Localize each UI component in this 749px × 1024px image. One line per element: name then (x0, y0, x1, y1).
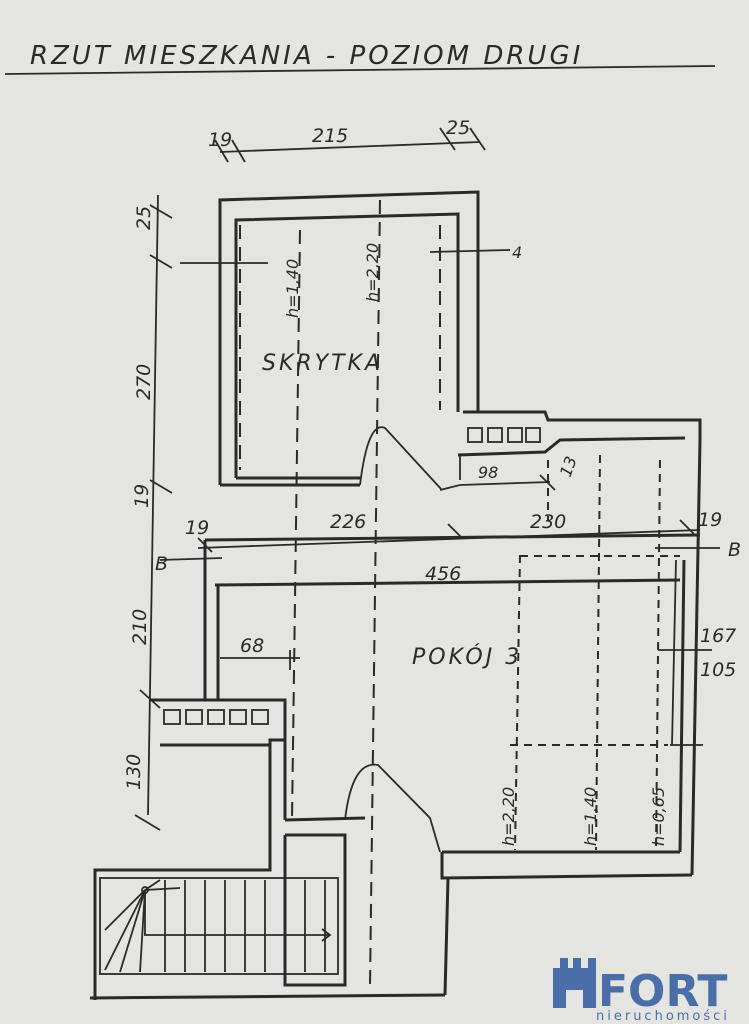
room-walls (203, 439, 702, 880)
height-storage-low: h=1,40 (283, 259, 302, 318)
dim-left-bottom: 130 (123, 754, 145, 790)
dim-mid-226: 226 (330, 511, 366, 533)
room-door (344, 763, 441, 853)
dim-left-storage: 270 (133, 364, 155, 400)
lower-left-walls (89, 698, 450, 1000)
dim-niche-98: 98 (478, 463, 498, 482)
fort-logo: FORT nieruchomości (553, 958, 730, 1024)
dim-left-top: 25 (133, 206, 155, 230)
dim-mid-left: 19 (185, 517, 209, 539)
storage-label: SKRYTKA (262, 351, 383, 376)
ceiling-lines (180, 199, 680, 986)
logo-name: FORT (598, 966, 727, 1017)
staircase (99, 877, 339, 975)
dim-top-left: 19 (208, 129, 232, 151)
height-room-140: h=1,40 (581, 787, 600, 846)
storage-door (359, 426, 443, 491)
height-room-065: h=0,65 (649, 787, 668, 846)
room-label: POKÓJ 3 (412, 644, 522, 670)
section-marker-left: B (155, 553, 168, 575)
dim-window-105: 105 (700, 659, 736, 681)
dim-stair-68: 68 (240, 635, 264, 657)
plan-title: RZUT MIESZKANIA - POZIOM DRUGI (30, 41, 583, 71)
section-marker-right: B (728, 539, 741, 561)
dim-window-167: 167 (700, 625, 736, 647)
dim-top-right: 25 (446, 117, 470, 139)
logo-tagline: nieruchomości (596, 1009, 730, 1024)
radiator-upper (467, 427, 541, 443)
radiator-lower (163, 709, 269, 725)
dim-width-456: 456 (425, 563, 461, 585)
section-marker-north: 4 (512, 243, 522, 262)
dim-mid-right: 19 (698, 509, 722, 531)
dimension-lines (134, 127, 720, 831)
castle-icon (553, 958, 596, 1008)
height-storage-high: h=2,20 (363, 243, 382, 302)
dim-top-main: 215 (312, 125, 348, 147)
niche-walls (457, 410, 702, 480)
dim-mid-230: 230 (530, 511, 566, 533)
window-right (670, 559, 703, 746)
dim-niche-13: 13 (556, 454, 581, 480)
height-room-220: h=2,20 (499, 787, 518, 846)
dim-left-wall: 19 (131, 484, 153, 508)
title-underline (4, 65, 716, 75)
dim-left-room: 210 (129, 609, 151, 645)
